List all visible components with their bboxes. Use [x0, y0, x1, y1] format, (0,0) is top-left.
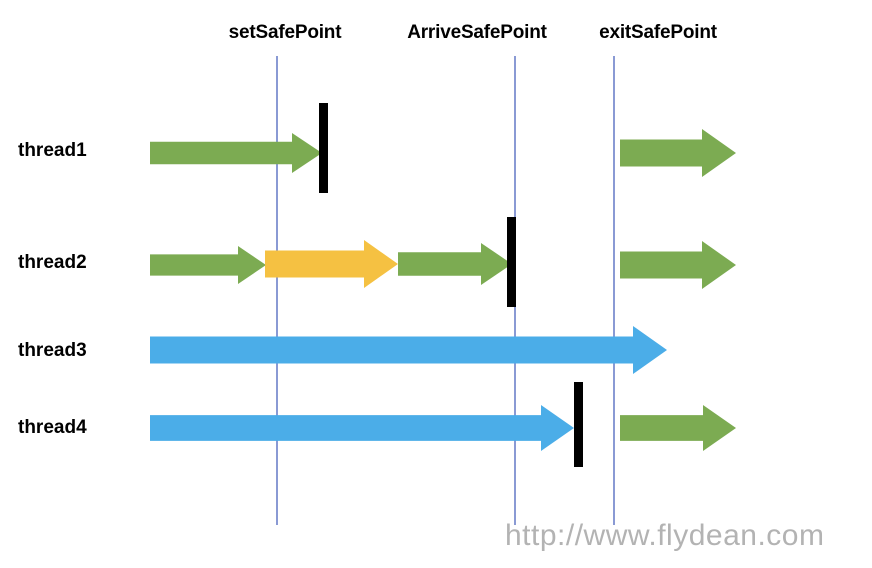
column-label-setsafepoint: setSafePoint [228, 22, 342, 43]
thread4-safepoint-barrier [574, 382, 583, 467]
thread1-resume-arrow [620, 129, 736, 177]
watermark-text: http://www.flydean.com [505, 519, 825, 552]
thread2-resume-arrow [620, 241, 736, 289]
gridline-exitsafepoint [613, 56, 615, 525]
gridline-setsafepoint [276, 56, 278, 525]
thread2-safepoint-barrier [507, 217, 516, 307]
column-label-exitsafepoint: exitSafePoint [599, 22, 717, 43]
thread1-running-arrow [150, 133, 322, 173]
thread-label-thread2: thread2 [18, 252, 87, 273]
thread-label-thread3: thread3 [18, 340, 87, 361]
column-label-arrivesafepoint: ArriveSafePoint [407, 22, 547, 43]
thread3-native-arrow [150, 326, 667, 374]
thread4-resume-arrow [620, 405, 736, 451]
thread4-native-arrow [150, 405, 574, 451]
thread2-arrive-arrow [398, 243, 512, 285]
thread-label-thread1: thread1 [18, 140, 87, 161]
thread2-running-arrow [150, 246, 266, 284]
thread2-polling-arrow [265, 240, 398, 288]
thread1-safepoint-barrier [319, 103, 328, 193]
thread-label-thread4: thread4 [18, 417, 87, 438]
